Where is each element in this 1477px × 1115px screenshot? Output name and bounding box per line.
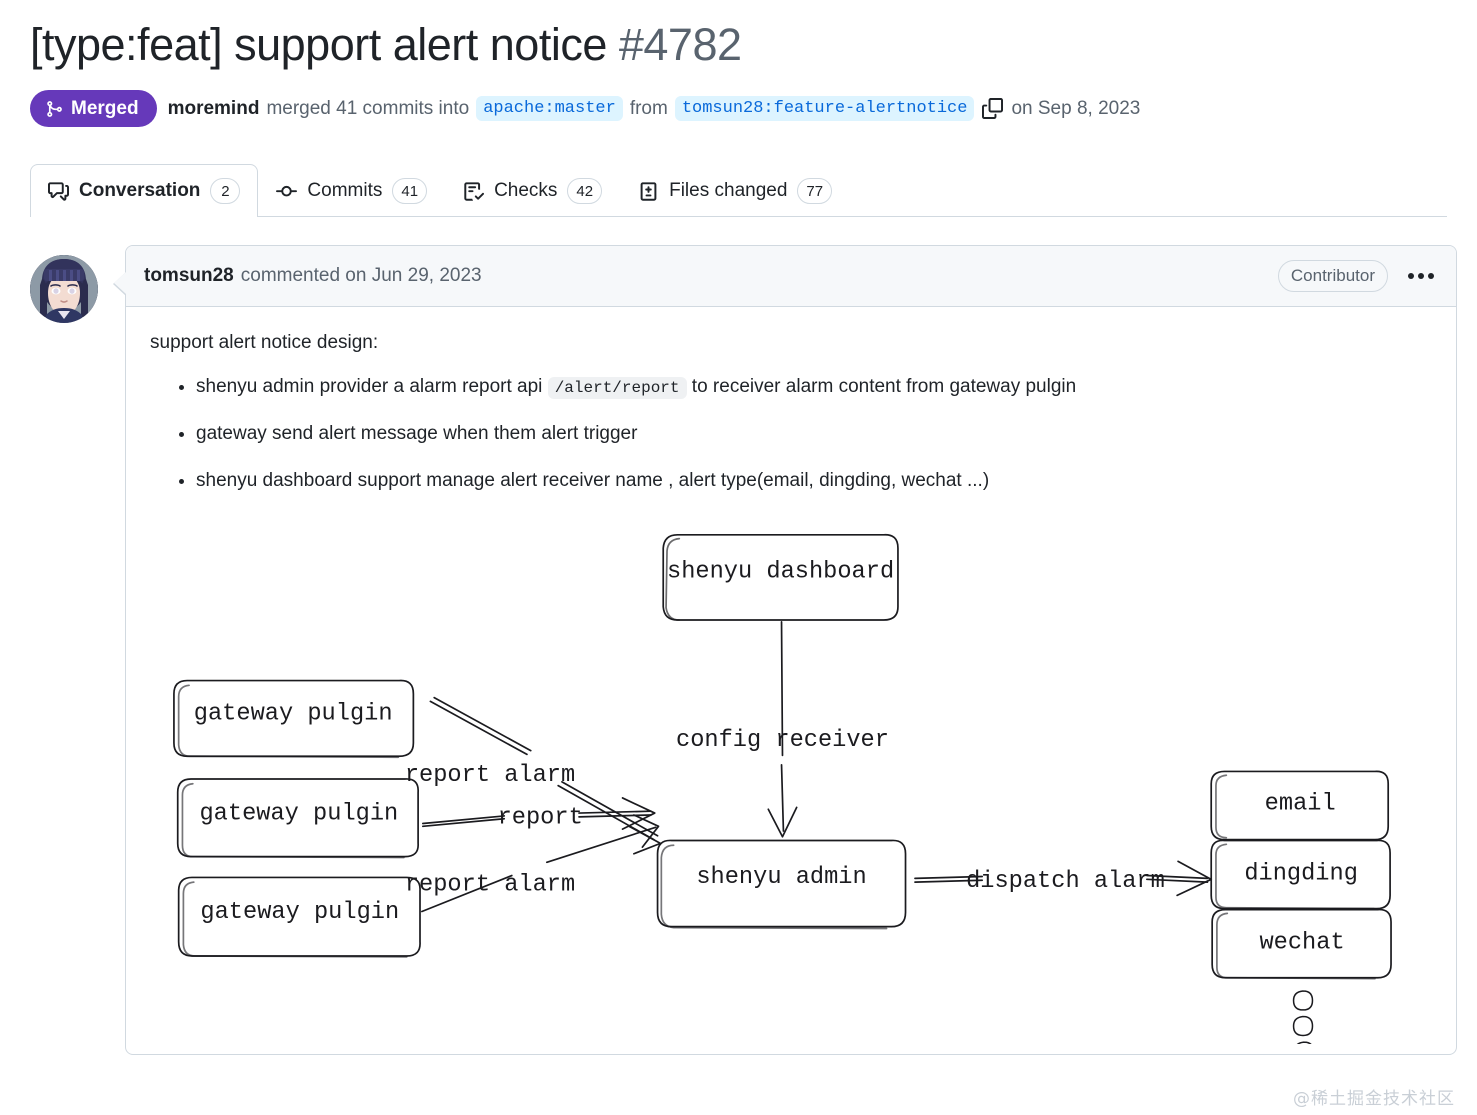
avatar[interactable] <box>30 255 98 323</box>
merged-date: on Sep 8, 2023 <box>1011 97 1141 119</box>
bullet-3-text: shenyu dashboard support manage alert re… <box>196 470 990 492</box>
more-options-icon[interactable] <box>1404 269 1438 283</box>
comment-icon <box>48 181 69 202</box>
node-label-email: email <box>1265 790 1336 817</box>
edge-label-config-receiver: config receiver <box>676 727 889 754</box>
merge-icon <box>45 100 63 118</box>
edge-label-report-alarm-bottom: report alarm <box>405 871 575 898</box>
watermark: @稀土掘金技术社区 <box>1293 1089 1455 1109</box>
node-label-shenyu-dashboard: shenyu dashboard <box>667 558 894 585</box>
node-gateway-pulgin-3 <box>177 876 421 958</box>
tab-files-changed-count: 77 <box>797 178 833 204</box>
tab-conversation-label: Conversation <box>79 180 201 201</box>
edge-config-receiver <box>767 620 798 838</box>
comment-header-right: Contributor <box>1277 260 1438 292</box>
comment-thread: tomsun28 commented on Jun 29, 2023 Contr… <box>30 245 1457 1055</box>
copy-icon[interactable] <box>982 98 1004 119</box>
pull-request-tabs: Conversation 2 Commits 41 Checks 42 <box>30 161 1447 217</box>
pr-title-text: [type:feat] support alert notice <box>30 19 607 70</box>
comment-timestamp: commented on Jun 29, 2023 <box>240 265 482 286</box>
list-item: gateway send alert message when them ale… <box>196 419 1432 448</box>
page-title: [type:feat] support alert notice #4782 <box>30 18 1447 72</box>
checklist-icon <box>463 181 485 202</box>
head-branch-chip[interactable]: tomsun28:feature-alertnotice <box>674 96 975 121</box>
bullet-1-code: /alert/report <box>547 376 687 399</box>
status-badge-merged: Merged <box>30 90 157 127</box>
merge-summary: moremind merged 41 commits into apache:m… <box>167 96 1141 121</box>
three-dots-vertical-icon <box>1292 990 1314 1044</box>
node-shenyu-dashboard <box>662 533 899 621</box>
tab-files-changed[interactable]: Files changed 77 <box>620 164 850 217</box>
node-dingding <box>1210 839 1391 910</box>
status-badge-label: Merged <box>71 98 139 119</box>
tab-commits-count: 41 <box>392 178 428 204</box>
comment-box: tomsun28 commented on Jun 29, 2023 Contr… <box>113 245 1457 1055</box>
tab-checks-label: Checks <box>494 180 558 201</box>
edge-dispatch-alarm <box>914 860 1213 897</box>
node-gateway-pulgin-1 <box>173 679 415 758</box>
architecture-diagram: shenyu dashboard config receiver shenyu … <box>173 533 1392 1044</box>
tab-commits-label: Commits <box>307 180 383 201</box>
list-item: shenyu dashboard support manage alert re… <box>196 466 1432 495</box>
edge-label-report-middle: report <box>498 804 583 831</box>
comment-intro-text: support alert notice design: <box>150 332 379 353</box>
tab-checks-count: 42 <box>567 178 603 204</box>
comment-author[interactable]: tomsun28 <box>144 265 234 286</box>
comment-header-left: tomsun28 commented on Jun 29, 2023 <box>144 265 482 287</box>
from-label: from <box>629 97 668 119</box>
base-branch-chip[interactable]: apache:master <box>476 96 623 121</box>
status-badge-contributor: Contributor <box>1277 260 1388 292</box>
bullet-1-after: to receiver alarm content from gateway p… <box>691 375 1077 397</box>
node-shenyu-admin <box>656 839 907 930</box>
comment-body: support alert notice design: shenyu admi… <box>126 307 1456 1054</box>
node-wechat <box>1211 908 1392 980</box>
node-label-gateway-pulgin-1: gateway pulgin <box>194 700 393 727</box>
pull-request-header: [type:feat] support alert notice #4782 M… <box>0 0 1477 127</box>
edge-report-middle <box>421 796 656 830</box>
list-item: shenyu admin provider a alarm report api… <box>196 372 1432 401</box>
pr-sub-header: Merged moremind merged 41 commits into a… <box>30 90 1447 127</box>
comment-header: tomsun28 commented on Jun 29, 2023 Contr… <box>126 246 1456 307</box>
node-label-dingding: dingding <box>1244 860 1358 887</box>
git-commit-icon <box>276 181 298 202</box>
node-gateway-pulgin-2 <box>176 777 419 859</box>
node-label-wechat: wechat <box>1259 929 1344 956</box>
tab-commits[interactable]: Commits 41 <box>258 164 445 217</box>
node-email <box>1210 770 1390 841</box>
bullet-1-before: shenyu admin provider a alarm report api <box>196 375 543 397</box>
merge-description: merged 41 commits into <box>266 97 470 119</box>
bullet-2-text: gateway send alert message when them ale… <box>196 422 638 444</box>
tab-files-changed-label: Files changed <box>669 180 788 201</box>
tab-conversation[interactable]: Conversation 2 <box>30 164 259 217</box>
node-label-shenyu-admin: shenyu admin <box>696 864 866 891</box>
edge-label-report-alarm-top: report alarm <box>405 762 575 789</box>
edge-label-dispatch-alarm: dispatch alarm <box>966 868 1165 895</box>
tab-checks[interactable]: Checks 42 <box>445 164 620 217</box>
merged-by-user[interactable]: moremind <box>167 97 260 119</box>
edge-report-alarm-bottom <box>421 813 660 913</box>
tab-conversation-count: 2 <box>210 178 241 204</box>
node-label-gateway-pulgin-3: gateway pulgin <box>200 899 399 926</box>
file-diff-icon <box>638 181 659 202</box>
design-bullet-list: shenyu admin provider a alarm report api… <box>150 372 1432 496</box>
node-label-gateway-pulgin-2: gateway pulgin <box>199 801 398 828</box>
pr-number: #4782 <box>618 19 742 70</box>
